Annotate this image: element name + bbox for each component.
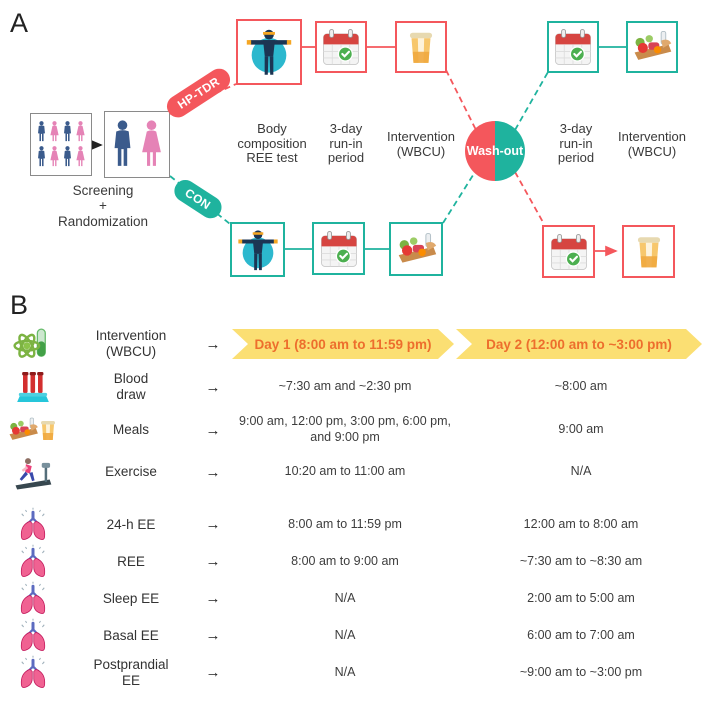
day-banners: Day 1 (8:00 am to 11:59 pm) Day 2 (12:00…: [230, 329, 702, 359]
food-platter-icon: [394, 227, 439, 272]
row-label: REE: [117, 553, 145, 569]
day1-value: ~7:30 am and ~2:30 pm: [278, 379, 412, 394]
arm-hptdr-badge: HP-TDR: [162, 64, 235, 122]
table-row-24h-ee: 24-h EE → 8:00 am to 11:59 pm 12:00 am t…: [0, 506, 710, 543]
runin-calendar-box-con: [312, 222, 365, 275]
timeline-table: Intervention (WBCU) → Day 1 (8:00 am to …: [0, 322, 710, 691]
con-food-box-right: [626, 21, 678, 73]
treadmill-icon: [13, 452, 53, 492]
day1-value: N/A: [334, 627, 356, 642]
cup-icon: [630, 230, 668, 273]
randomized-pair-box: [104, 111, 170, 178]
lungs-icon: [15, 581, 51, 617]
day1-value: 9:00 am, 12:00 pm, 3:00 pm, 6:00 pm, and…: [239, 414, 451, 444]
lungs-icon: [15, 655, 51, 691]
atom-testtube-icon: [12, 323, 54, 365]
intervention-label-top: Intervention (WBCU): [387, 129, 455, 159]
lungs-icon: [15, 544, 51, 580]
runin-calendar-box-right: [547, 21, 599, 73]
lungs-icon: [15, 507, 51, 543]
table-row-ree: REE → 8:00 am to 9:00 am ~7:30 am to ~8:…: [0, 543, 710, 580]
screening-label: Screening + Randomization: [57, 183, 149, 229]
washout-circle: Wash-out: [465, 121, 525, 181]
day2-value: 2:00 am to 5:00 am: [527, 590, 635, 605]
day2-value: ~9:00 am to ~3:00 pm: [519, 664, 643, 679]
day1-value: 8:00 am to 9:00 am: [291, 553, 399, 568]
man-icon: [110, 118, 135, 172]
meals-icon: [0, 413, 66, 447]
food-platter-icon: [630, 25, 674, 69]
body-composition-label: Body composition REE test: [237, 121, 307, 166]
blood-tubes-icon: [13, 367, 53, 407]
people-group-icon: [34, 118, 88, 171]
arrow-right: →: [205, 664, 221, 681]
table-row-basal-ee: Basal EE → N/A 6:00 am to 7:00 am: [0, 617, 710, 654]
table-row-sleep-ee: Sleep EE → N/A 2:00 am to 5:00 am: [0, 580, 710, 617]
table-row-blood-draw: Blood draw → ~7:30 am and ~2:30 pm ~8:00…: [0, 366, 710, 408]
body-scan-icon: [243, 26, 295, 78]
woman-icon: [139, 118, 164, 172]
runin-label-top: 3-day run-in period: [327, 121, 365, 166]
body-scan-icon: [235, 227, 281, 273]
day2-value: 9:00 am: [558, 422, 604, 437]
row-label: Blood draw: [113, 371, 149, 402]
day1-banner: Day 1 (8:00 am to 11:59 pm): [232, 329, 454, 359]
group-spacer: [0, 492, 710, 506]
row-label: Intervention (WBCU): [95, 328, 167, 359]
arrow-right: →: [205, 627, 221, 644]
row-label: Meals: [112, 422, 149, 438]
arrow-right: →: [205, 463, 221, 481]
wbcu-cup-box-bottom-right: [622, 225, 675, 278]
con-food-box: [389, 222, 443, 276]
day1-value: 10:20 am to 11:00 am: [284, 464, 406, 479]
cup-icon: [36, 415, 60, 445]
arrow-right: →: [205, 378, 221, 396]
arm-con-badge: CON: [170, 175, 226, 223]
arrow-right: →: [205, 421, 221, 439]
table-row-postprandial-ee: Postprandial EE → N/A ~9:00 am to ~3:00 …: [0, 654, 710, 691]
panel-a-letter: A: [10, 8, 29, 38]
body-composition-box-con: [230, 222, 285, 277]
day2-value: 12:00 am to 8:00 am: [523, 516, 639, 531]
row-label: 24-h EE: [106, 516, 156, 532]
intervention-label-right: Intervention (WBCU): [618, 129, 686, 159]
day2-banner: Day 2 (12:00 am to ~3:00 pm): [456, 329, 702, 359]
table-row-exercise: Exercise → 10:20 am to 11:00 am N/A: [0, 452, 710, 492]
row-label: Exercise: [105, 464, 157, 480]
row-label: Basal EE: [103, 627, 159, 643]
lungs-icon: [15, 618, 51, 654]
screening-group-box: [30, 113, 92, 176]
day2-value: ~8:00 am: [554, 379, 608, 394]
calendar-check-icon: [548, 231, 590, 273]
arrow-right: →: [205, 516, 221, 533]
arrow-right: →: [205, 553, 221, 570]
arrow-right: →: [205, 335, 221, 353]
day1-value: N/A: [334, 590, 356, 605]
row-label: Postprandial EE: [93, 656, 169, 688]
table-row-intervention: Intervention (WBCU) → Day 1 (8:00 am to …: [0, 322, 710, 366]
runin-label-right: 3-day run-in period: [557, 121, 595, 166]
calendar-check-icon: [320, 26, 362, 68]
day1-value: 8:00 am to 11:59 pm: [288, 516, 402, 531]
panel-b-letter: B: [10, 290, 29, 320]
body-composition-box: [236, 19, 302, 85]
wbcu-cup-box-top: [395, 21, 447, 73]
table-row-meals: Meals → 9:00 am, 12:00 pm, 3:00 pm, 6:00…: [0, 408, 710, 452]
day2-value: 6:00 am to 7:00 am: [527, 627, 635, 642]
food-platter-icon: [6, 413, 40, 447]
calendar-check-icon: [552, 26, 594, 68]
runin-calendar-box-top: [315, 21, 367, 73]
runin-calendar-box-bottom-right: [542, 225, 595, 278]
cup-icon: [402, 26, 440, 68]
day2-value: ~7:30 am to ~8:30 am: [519, 553, 643, 568]
row-label: Sleep EE: [102, 590, 160, 606]
day1-value: N/A: [334, 664, 356, 679]
day2-value: N/A: [570, 464, 592, 479]
calendar-check-icon: [318, 228, 360, 270]
arrow-right: →: [205, 590, 221, 607]
